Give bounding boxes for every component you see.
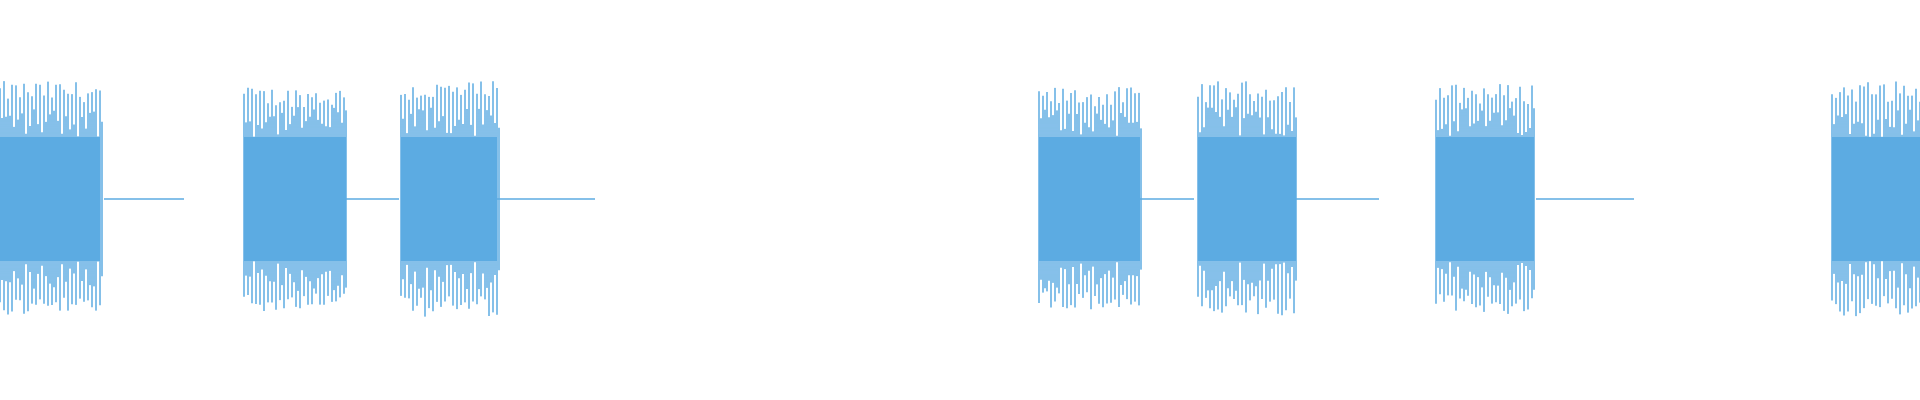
burst-segment <box>1831 81 1920 317</box>
burst-segment <box>1435 84 1535 314</box>
burst-envelope <box>1197 81 1297 316</box>
waveform-layer <box>0 81 1920 317</box>
burst-envelope <box>1831 81 1920 317</box>
burst-envelope <box>243 87 347 311</box>
burst-envelope <box>0 81 103 315</box>
burst-envelope <box>400 81 500 317</box>
burst-envelope <box>1435 84 1535 314</box>
burst-segment <box>243 87 347 311</box>
burst-segment <box>0 81 103 315</box>
burst-segment <box>1197 81 1297 316</box>
burst-segment <box>400 81 500 317</box>
burst-core <box>244 137 346 261</box>
burst-envelope <box>1038 87 1142 310</box>
burst-segment <box>1038 87 1142 310</box>
